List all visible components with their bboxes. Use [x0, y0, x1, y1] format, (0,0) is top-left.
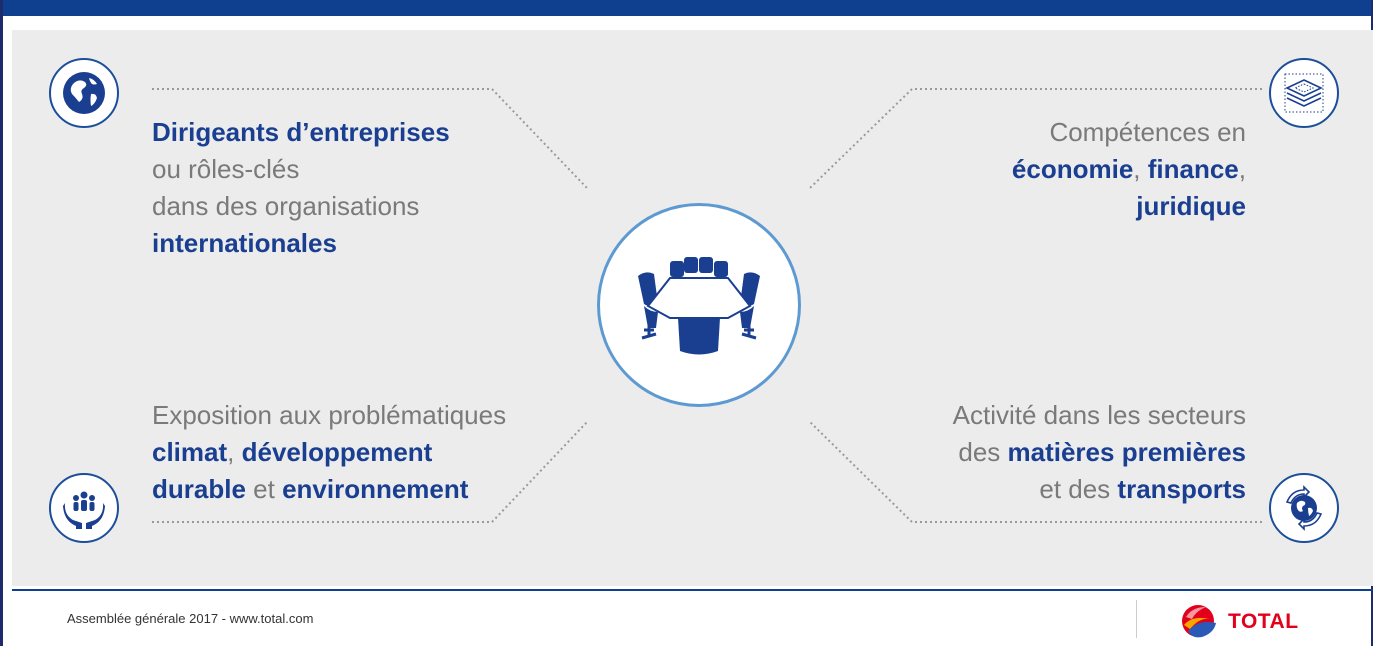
- text-block-top-left: Dirigeants d’entreprises ou rôles-clés d…: [152, 114, 450, 262]
- connector-top-right: [809, 88, 1262, 189]
- text-fragment: et des: [1039, 474, 1118, 504]
- text-line: Exposition aux problématiques: [152, 400, 507, 430]
- text-block-bottom-left: Exposition aux problématiques climat, dé…: [152, 397, 506, 508]
- footer-text: Assemblée générale 2017 - www.total.com: [67, 611, 314, 626]
- highlight-matieres-premieres: matières premières: [1007, 437, 1246, 467]
- globe-recycle-icon: [1269, 473, 1339, 543]
- text-fragment: des: [958, 437, 1008, 467]
- footer-rule: [12, 589, 1373, 591]
- separator: ,: [1133, 154, 1148, 184]
- text-line: Activité dans les secteurs: [952, 400, 1246, 430]
- boardroom-table-icon: [597, 203, 801, 407]
- frame-left-border: [0, 0, 3, 646]
- logo-text: TOTAL: [1228, 610, 1299, 633]
- text-line: ou rôles-clés: [152, 154, 300, 184]
- highlight-environnement: environnement: [282, 474, 469, 504]
- connector-bottom-right: [809, 421, 1262, 523]
- text-block-bottom-right: Activité dans les secteurs des matières …: [953, 397, 1246, 508]
- text-block-top-right: Compétences en économie, finance, juridi…: [1012, 114, 1246, 225]
- connector-top-left: [152, 88, 588, 189]
- highlight-dirigeants: Dirigeants d’entreprises: [152, 117, 450, 147]
- top-bar: [0, 0, 1373, 16]
- layers-icon: [1269, 58, 1339, 128]
- highlight-economie: économie: [1011, 154, 1134, 184]
- connector-bottom-left: [152, 421, 588, 523]
- highlight-developpement: développement: [241, 437, 433, 467]
- highlight-internationales: internationales: [152, 228, 337, 258]
- footer-divider: [1136, 600, 1137, 638]
- separator: ,: [1238, 154, 1246, 184]
- separator: ,: [227, 437, 242, 467]
- total-logo: TOTAL: [1178, 601, 1338, 641]
- people-in-hands-icon: [49, 473, 119, 543]
- text-line: dans des organisations: [152, 191, 420, 221]
- total-logo-mark: [1182, 605, 1216, 638]
- highlight-finance: finance: [1147, 154, 1239, 184]
- highlight-durable: durable: [152, 474, 246, 504]
- text-line: Compétences en: [1049, 117, 1246, 147]
- separator: et: [245, 474, 283, 504]
- highlight-transports: transports: [1117, 474, 1246, 504]
- highlight-juridique: juridique: [1136, 191, 1246, 221]
- highlight-climat: climat: [152, 437, 228, 467]
- globe-icon: [49, 58, 119, 128]
